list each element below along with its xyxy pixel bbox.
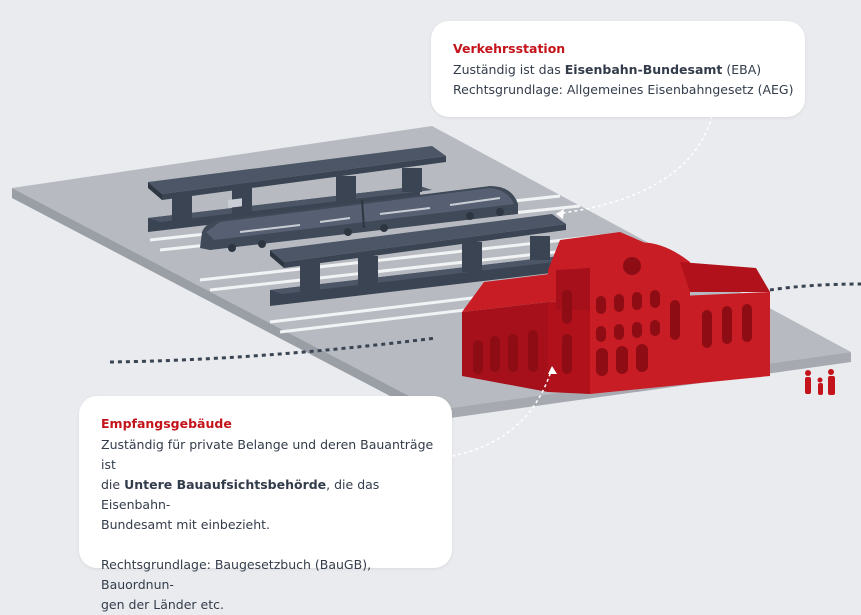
station-building [462,232,770,394]
platform-back [148,146,446,232]
building-line-1: Zuständig für private Belange und deren … [101,437,434,472]
building-legal-basis-1: Rechtsgrundlage: Baugesetzbuch (BauGB), … [101,557,372,592]
dashed-path-lines [109,115,861,457]
station-responsibility: Zuständig ist das Eisenbahn-Bundesamt (E… [453,62,762,77]
station-title: Verkehrsstation [453,41,566,56]
building-legal-basis-2: gen der Länder etc. [101,597,224,612]
building-line-3: Bundesamt mit einbezieht. [101,517,271,532]
station-info-card: Verkehrsstation Zuständig ist das Eisenb… [431,21,805,117]
platform-front [270,214,572,306]
building-title: Empfangsgebäude [101,416,232,431]
station-illustration [12,115,861,457]
building-info-card: Empfangsgebäude Zuständig für private Be… [79,396,452,612]
station-legal-basis: Rechtsgrundlage: Allgemeines Eisenbahnge… [453,82,794,97]
people-figures [805,369,835,395]
train [200,186,518,252]
building-line-2: die Untere Bauaufsichtsbehörde, die das … [101,477,380,512]
